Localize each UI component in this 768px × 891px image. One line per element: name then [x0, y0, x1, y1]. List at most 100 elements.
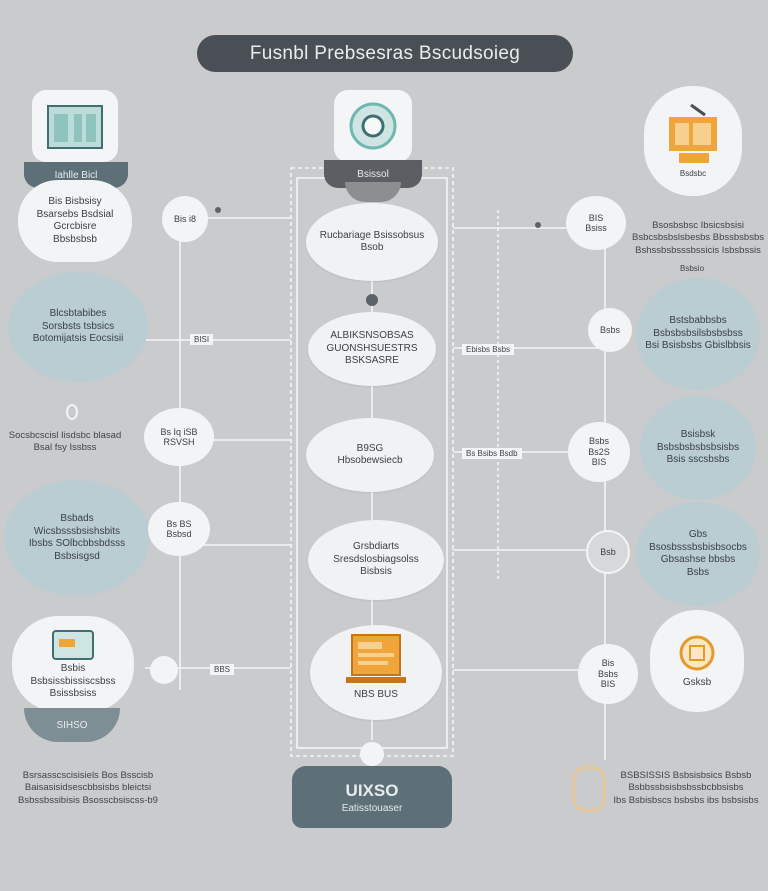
- right-bottom-line-3: Ibs Bsbisbscs bsbsbs ibs bsbsisbs: [613, 794, 759, 806]
- right-node-5-line-3: BIS: [600, 679, 616, 690]
- right-card-5-label: Gsksb: [682, 676, 712, 688]
- center-bottom-title: UIXSO: [345, 780, 399, 800]
- right-blob-3-line-3: Bsis sscsbsbs: [666, 454, 730, 466]
- left-node-4-line-1: Bs BS: [166, 518, 192, 529]
- center-cloud-2-line-1: ALBIKSNSOBSAS: [330, 330, 414, 342]
- right-blob-3-line-2: Bsbsbsbsbsbsisbs: [656, 441, 740, 453]
- left-mini-label-2: BISI: [190, 334, 214, 345]
- laptop-icon: [346, 634, 406, 683]
- right-card-5: Gsksb: [650, 610, 744, 712]
- center-cloud-4: Grsbdiarts Sresdslosbiagsolss Bisbsis: [308, 520, 444, 600]
- left-node-3: Bs Iq iSB RSVSH: [144, 408, 214, 466]
- right-node-2-label: Bsbs: [599, 324, 620, 335]
- card-icon: [52, 630, 94, 661]
- center-cloud-1-line-2: Bsob: [360, 242, 384, 253]
- left-blob-2-line-2: Sorsbsts tsbsics: [41, 320, 115, 332]
- right-node-1-line-1: BIS: [588, 212, 604, 223]
- right-blob-3: Bsisbsk Bsbsbsbsbsbsisbs Bsis sscsbsbs: [640, 396, 756, 500]
- right-blob-4: Gbs Bsosbsssbsbisbsocbs Gbsashse bbsbs B…: [636, 502, 760, 606]
- left-node-1: Bis i8: [162, 196, 208, 242]
- left-blob-4-line-2: Wicsbsssbsishsbits: [33, 525, 121, 537]
- left-top-blob: Bis Bisbsisy Bsarsebs Bsdsial Gcrcbisre …: [18, 180, 132, 262]
- right-blob-4-line-2: Bsosbsssbsbisbsocbs: [649, 541, 747, 553]
- left-node-5: [150, 656, 178, 684]
- center-bottom-subtitle: Eatisstouaser: [341, 802, 403, 814]
- left-blob-2: Blcsbtabibes Sorsbsts tsbsics Botomijats…: [8, 272, 148, 382]
- left-mini-label-5: BBS: [210, 664, 235, 675]
- left-bottom-line-2: Baisasisidsescbbsisbs bleictsi: [24, 782, 152, 794]
- left-blob-4-line-4: Bsbsisgsd: [54, 550, 100, 562]
- center-camera-card: [334, 90, 412, 162]
- coin-icon: [679, 635, 715, 671]
- right-node-4-label: Bsb: [600, 546, 616, 557]
- center-cloud-1: Rucbariage Bsissobsus Bsob: [306, 203, 438, 281]
- chart-board-icon: [669, 103, 717, 163]
- left-blob-4-line-3: Ibsbs SOlbcbbsbdsss: [28, 538, 126, 549]
- left-node-4-line-2: Bsbsd: [166, 529, 192, 539]
- left-text-3-line-1: Socsbcscisl Iisdsbc blasad: [8, 430, 122, 441]
- left-card-5-line-3: Bsissbsiss: [49, 688, 97, 700]
- left-blob-4-line-1: Bsbads: [60, 513, 94, 524]
- right-blob-2-line-3: Bsi Bsisbsbs Gbislbbsis: [645, 340, 751, 352]
- left-building-card: [32, 90, 118, 162]
- right-blob-2-line-1: Bstsbabbsbs: [669, 315, 727, 327]
- building-icon: [47, 105, 103, 149]
- right-bottom-marker: [572, 766, 606, 812]
- left-node-3-line-2: RSVSH: [163, 437, 195, 447]
- camera-icon: [349, 102, 397, 150]
- right-blob-2: Bstsbabbsbs Bsbsbsbsilsbsbsbss Bsi Bsisb…: [636, 278, 760, 390]
- right-node-1: BIS Bsiss: [566, 196, 626, 250]
- right-node-3-line-2: Bs2S: [588, 446, 610, 457]
- left-top-line-1: Bis Bisbsisy: [48, 196, 102, 207]
- left-top-line-2: Bsarsebs Bsdsial Gcrcbisre: [36, 208, 114, 233]
- center-top-drop: [345, 182, 401, 202]
- right-node-4: Bsb: [586, 530, 630, 574]
- center-cloud-2: ALBIKSNSOBSAS GUONSHSUESTRS BSKSASRE: [308, 312, 436, 386]
- left-blob-4: Bsbads Wicsbsssbsishsbits Ibsbs SOlbcbbs…: [4, 480, 150, 596]
- right-node-3: Bsbs Bs2S BIS: [568, 422, 630, 482]
- right-node-3-line-1: Bsbs: [588, 436, 609, 447]
- right-text-1: Bsosbsbsc Ibsicsbsisi Bsbcsbsbslsbesbs B…: [628, 220, 768, 257]
- left-text-3: Socsbcscisl Iisdsbc blasad Bsal fsy Issb…: [0, 430, 130, 455]
- center-cloud-3-line-1: B9SG: [356, 442, 384, 454]
- left-bottom-line-3: Bsbssbssibisis Bsosscbsiscss-b9: [18, 794, 158, 806]
- left-text-3-line-2: Bsal fsy Issbss: [33, 442, 97, 454]
- right-bottom-line-2: Bsbbssbsisbsbssbcbbsisbs: [628, 782, 744, 794]
- left-node-4: Bs BS Bsbsd: [148, 502, 210, 556]
- right-bottom-text: BSBSISSIS Bsbsisbsics Bsbsb Bsbbssbsisbs…: [604, 770, 768, 807]
- right-text-1-line-1: Bsosbsbsc Ibsicsbsisi: [652, 220, 744, 231]
- left-card-5-band: SIHSO: [24, 708, 120, 742]
- center-cloud-5-label: NBS BUS: [354, 689, 398, 700]
- right-node-1-line-2: Bsiss: [585, 223, 607, 233]
- right-node-2: Bsbs: [588, 308, 632, 352]
- left-blob-2-line-1: Blcsbtabibes: [49, 308, 107, 320]
- right-node-5-line-2: Bsbs: [597, 668, 618, 679]
- center-cloud-4-line-1: Grsbdiarts: [352, 541, 400, 553]
- right-mini-label-2: Ebisbs Bsbs: [462, 344, 515, 355]
- center-bottom-node: [360, 742, 384, 766]
- right-blob-4-line-1: Gbs: [688, 529, 708, 540]
- center-cloud-1-line-1: Rucbariage Bsissobsus: [319, 229, 425, 241]
- left-bottom-text: Bsrsasscscisisiels Bos Bsscisb Baisasisi…: [0, 770, 176, 807]
- left-card-5-line-2: Bsbsissbissiscsbss: [30, 675, 116, 687]
- right-text-1-line-2: Bsbcsbsbslsbesbs Bbssbsbsbs: [631, 232, 764, 244]
- right-node-5-line-1: Bis: [601, 658, 615, 669]
- left-card-5-line-1: Bsbis: [60, 663, 86, 675]
- right-bottom-line-1: BSBSISSIS Bsbsisbsics Bsbsb: [620, 770, 752, 781]
- right-top-card: Bsdsbc: [644, 86, 742, 196]
- center-cloud-3: B9SG Hbsobewsiecb: [306, 418, 434, 492]
- right-node-5: Bis Bsbs BIS: [578, 644, 638, 704]
- right-node-3-line-3: BIS: [591, 457, 607, 468]
- center-cloud-3-line-2: Hbsobewsiecb: [337, 455, 403, 466]
- center-bottom-badge: UIXSO Eatisstouaser: [292, 766, 452, 828]
- right-blob-3-line-1: Bsisbsk: [680, 429, 716, 441]
- right-sub-1: Bsbsio: [680, 264, 705, 273]
- center-cloud-2-line-2: GUONSHSUESTRS BSKSASRE: [326, 342, 418, 367]
- right-text-1-line-3: Bshssbsbsssbssicis Isbsbssis: [635, 244, 761, 256]
- left-top-line-3: Bbsbsbsb: [53, 233, 97, 245]
- right-blob-2-line-2: Bsbsbsbsilsbsbsbss: [653, 327, 743, 339]
- center-cloud-5: NBS BUS: [310, 625, 442, 720]
- left-node-1-label: Bis i8: [173, 213, 196, 224]
- right-blob-4-line-4: Bsbs: [686, 566, 710, 578]
- left-node-3-line-1: Bs Iq iSB: [160, 426, 198, 437]
